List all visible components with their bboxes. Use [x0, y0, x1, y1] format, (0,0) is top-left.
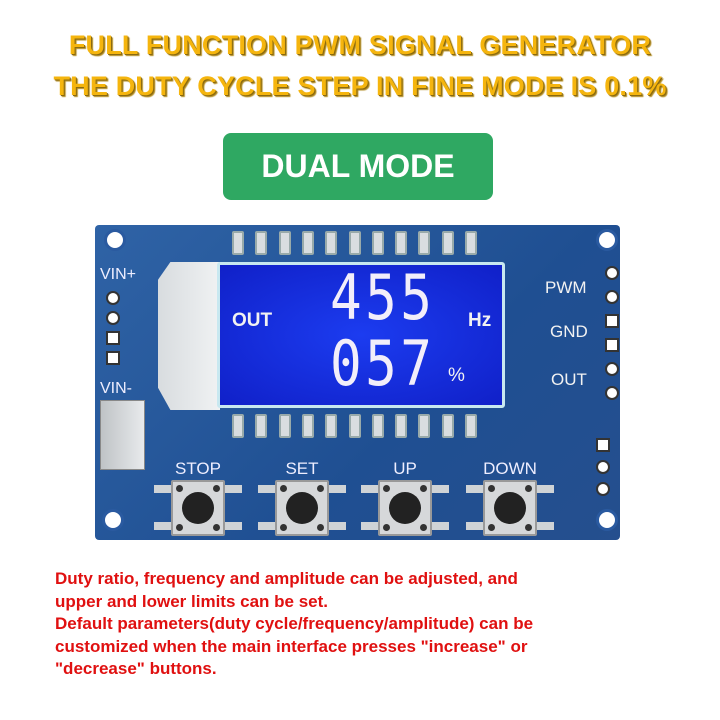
- header-pin: [106, 311, 120, 325]
- button-corner: [525, 524, 532, 531]
- pwm-label: PWM: [545, 278, 587, 297]
- lcd-pin: [348, 414, 361, 438]
- button-corner: [420, 524, 427, 531]
- lcd-frequency-unit: Hz: [468, 310, 492, 331]
- button-corner: [213, 485, 220, 492]
- button-corner: [280, 524, 287, 531]
- description-line: Duty ratio, frequency and amplitude can …: [55, 569, 518, 588]
- header-pin: [605, 362, 619, 376]
- button-corner: [525, 485, 532, 492]
- lcd-pin: [255, 231, 268, 255]
- lcd-pin: [465, 231, 477, 255]
- lcd-pin: [441, 231, 454, 255]
- lcd-out-label: OUT: [232, 310, 273, 331]
- button-corner: [488, 485, 495, 492]
- lcd-display: OUT 455 Hz 057 %: [217, 261, 505, 408]
- button-label-set: SET: [285, 459, 319, 478]
- button-label-stop: STOP: [175, 459, 221, 478]
- headline-line-1: FULL FUNCTION PWM SIGNAL GENERATOR: [68, 30, 652, 60]
- gnd-label: GND: [550, 322, 588, 341]
- header-pin: [605, 386, 619, 400]
- mount-hole: [102, 509, 124, 531]
- header-pin: [605, 266, 619, 280]
- mount-hole: [596, 229, 618, 251]
- description-line: "decrease" buttons.: [55, 659, 217, 678]
- up-button[interactable]: [378, 480, 432, 536]
- button-corner: [420, 485, 427, 492]
- lcd-pin: [418, 414, 431, 438]
- mount-hole: [596, 509, 618, 531]
- lcd-pin: [348, 231, 361, 255]
- button-corner: [383, 485, 390, 492]
- description-line: Default parameters(duty cycle/frequency/…: [55, 614, 534, 633]
- button-corner: [176, 524, 183, 531]
- lcd-pin: [278, 414, 291, 438]
- button-corner: [176, 485, 183, 492]
- button-cap: [389, 492, 421, 524]
- button-corner: [488, 524, 495, 531]
- button-corner: [280, 485, 287, 492]
- description-line: customized when the main interface press…: [55, 636, 528, 656]
- lcd-backlight-frame: [158, 262, 220, 410]
- button-corner: [383, 524, 390, 531]
- button-cap: [286, 492, 318, 524]
- lcd-pin: [232, 231, 244, 255]
- vin-plus-label: VIN+: [100, 266, 137, 283]
- mount-hole: [104, 229, 126, 251]
- button-label-down: DOWN: [483, 459, 537, 478]
- header-pin: [605, 338, 619, 352]
- lcd-pin: [325, 231, 338, 255]
- lcd-duty: 057: [330, 327, 436, 400]
- header-pin: [106, 291, 120, 305]
- pin: [596, 460, 610, 474]
- lcd-pin: [255, 414, 268, 438]
- header-pin: [106, 331, 120, 345]
- button-label-up: UP: [393, 459, 417, 478]
- lcd-pin: [325, 414, 338, 438]
- header-pin: [106, 351, 120, 365]
- header-pin: [605, 290, 619, 304]
- lcd-pin: [301, 231, 314, 255]
- button-corner: [213, 524, 220, 531]
- stop-button[interactable]: [171, 480, 225, 536]
- button-corner: [317, 485, 324, 492]
- lcd-pin: [371, 414, 384, 438]
- out-label: OUT: [551, 370, 587, 389]
- button-corner: [317, 524, 324, 531]
- lcd-pin: [301, 414, 314, 438]
- dual-mode-badge: DUAL MODE: [223, 133, 493, 200]
- lcd-pin: [371, 231, 384, 255]
- description: Duty ratio, frequency and amplitude can …: [55, 568, 695, 681]
- micro-usb-port: [100, 400, 145, 470]
- lcd-pin: [441, 414, 454, 438]
- lcd-duty-unit: %: [448, 365, 465, 386]
- down-button[interactable]: [483, 480, 537, 536]
- lcd-pin: [395, 414, 408, 438]
- lcd-pin: [278, 231, 291, 255]
- lcd-frequency: 455: [330, 261, 436, 334]
- headline-line-2: THE DUTY CYCLE STEP IN FINE MODE IS 0.1%: [53, 71, 667, 101]
- lcd-pin: [465, 414, 477, 438]
- pin: [596, 482, 610, 496]
- vin-minus-label: VIN-: [100, 380, 132, 397]
- description-line: upper and lower limits can be set.: [55, 591, 329, 611]
- button-cap: [182, 492, 214, 524]
- lcd-pin: [395, 231, 408, 255]
- pin: [596, 438, 610, 452]
- lcd-pin: [232, 414, 244, 438]
- header-pin: [605, 314, 619, 328]
- set-button[interactable]: [275, 480, 329, 536]
- lcd-pin: [418, 231, 431, 255]
- button-cap: [494, 492, 526, 524]
